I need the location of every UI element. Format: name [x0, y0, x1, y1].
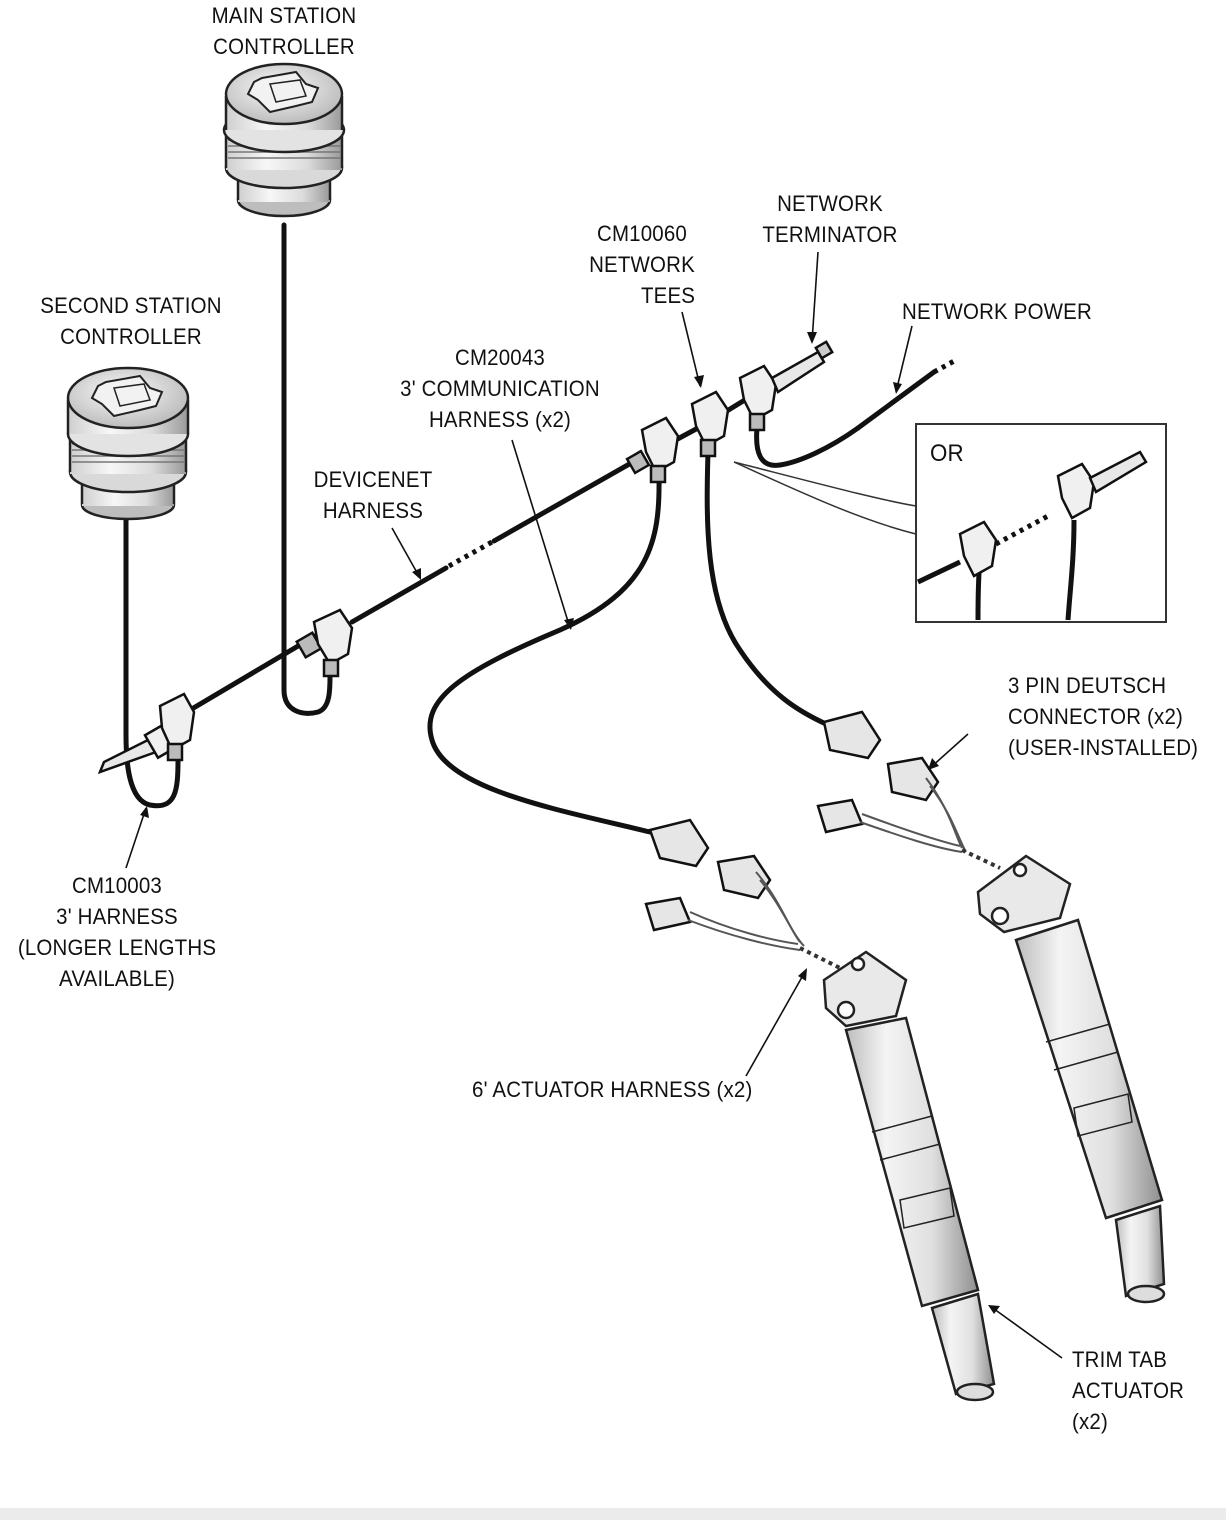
label-line: CM10003 — [71, 873, 163, 898]
label-line: CM20043 — [454, 345, 546, 370]
label-line: NETWORK POWER — [902, 299, 1092, 324]
bottom-rule — [0, 1508, 1226, 1520]
label-line: 3' COMMUNICATION — [400, 376, 600, 401]
tee-connectors — [97, 340, 834, 775]
label-or-inset: OR — [930, 438, 964, 469]
label-main-station-controller: MAIN STATION CONTROLLER — [202, 0, 366, 62]
label-network-power: NETWORK POWER — [902, 296, 1092, 327]
leader-arrowheads — [140, 332, 1000, 1314]
label-line: 3 PIN DEUTSCH — [1008, 673, 1167, 698]
tee-main-station — [294, 608, 354, 678]
tee-network-terminator — [738, 340, 834, 432]
label-line: (x2) — [1072, 1409, 1108, 1434]
main-station-drop — [281, 222, 333, 716]
label-network-terminator: NETWORK TERMINATOR — [754, 188, 907, 250]
terminator-drop — [754, 425, 861, 468]
label-line: CONTROLLER — [213, 34, 355, 59]
second-station-drop — [123, 512, 181, 809]
label-cm10003-harness: CM10003 3' HARNESS (LONGER LENGTHS AVAIL… — [14, 870, 220, 994]
label-line: ACTUATOR — [1072, 1378, 1185, 1403]
tee-network-2 — [690, 390, 730, 458]
label-line: TRIM TAB — [1072, 1347, 1168, 1372]
label-line: HARNESS — [322, 498, 424, 523]
label-deutsch-connector: 3 PIN DEUTSCH CONNECTOR (x2) (USER-INSTA… — [1008, 670, 1198, 763]
tee-network-1 — [625, 416, 680, 484]
label-communication-harness: CM20043 3' COMMUNICATION HARNESS (x2) — [388, 342, 611, 435]
label-line: (USER-INSTALLED) — [1008, 735, 1199, 760]
cable-breaks — [447, 357, 958, 569]
second-station-controller-graphic — [66, 366, 190, 521]
communication-harness-2 — [704, 449, 829, 727]
label-line: MAIN STATION — [211, 3, 357, 28]
leader-lines — [125, 251, 1063, 1359]
trim-tab-actuator-2 — [976, 854, 1166, 1304]
devicenet-trunk-upper — [491, 455, 643, 544]
label-actuator-harness: 6' ACTUATOR HARNESS (x2) — [472, 1074, 752, 1105]
label-line: 6' ACTUATOR HARNESS (x2) — [472, 1077, 753, 1102]
devicenet-trunk-mid — [349, 565, 449, 625]
label-line: SECOND STATION — [40, 293, 222, 318]
label-line: TERMINATOR — [762, 222, 898, 247]
label-line: NETWORK — [589, 252, 695, 277]
inset-box — [733, 423, 1167, 623]
label-line: AVAILABLE) — [59, 966, 175, 991]
devicenet-trunk-lower — [182, 633, 318, 716]
label-line: CM10060 — [596, 221, 688, 246]
label-line: CONNECTOR (x2) — [1008, 704, 1184, 729]
label-line: OR — [930, 440, 964, 467]
trim-tab-actuator-1 — [822, 950, 996, 1402]
cables — [123, 222, 937, 835]
deutsch-connectors — [644, 710, 940, 932]
label-line: DEVICENET — [313, 467, 433, 492]
network-power-cable — [855, 369, 937, 431]
main-station-controller-graphic — [222, 62, 346, 218]
communication-harness-1 — [427, 475, 662, 835]
label-second-station-controller: SECOND STATION CONTROLLER — [33, 290, 228, 352]
label-trim-tab-actuator: TRIM TAB ACTUATOR (x2) — [1072, 1344, 1184, 1437]
label-line: CONTROLLER — [60, 324, 202, 349]
label-network-tees: CM10060 NETWORK TEES — [579, 218, 705, 311]
label-line: (LONGER LENGTHS — [17, 935, 217, 960]
label-line: NETWORK — [777, 191, 883, 216]
label-line: 3' HARNESS — [56, 904, 178, 929]
actuator-wire-bundles — [687, 777, 967, 951]
label-line: TEES — [640, 283, 696, 308]
tee-lower-left — [97, 692, 196, 775]
actuator-harness-dashes — [799, 848, 1001, 970]
label-line: HARNESS (x2) — [428, 407, 572, 432]
label-devicenet-harness: DEVICENET HARNESS — [305, 464, 441, 526]
